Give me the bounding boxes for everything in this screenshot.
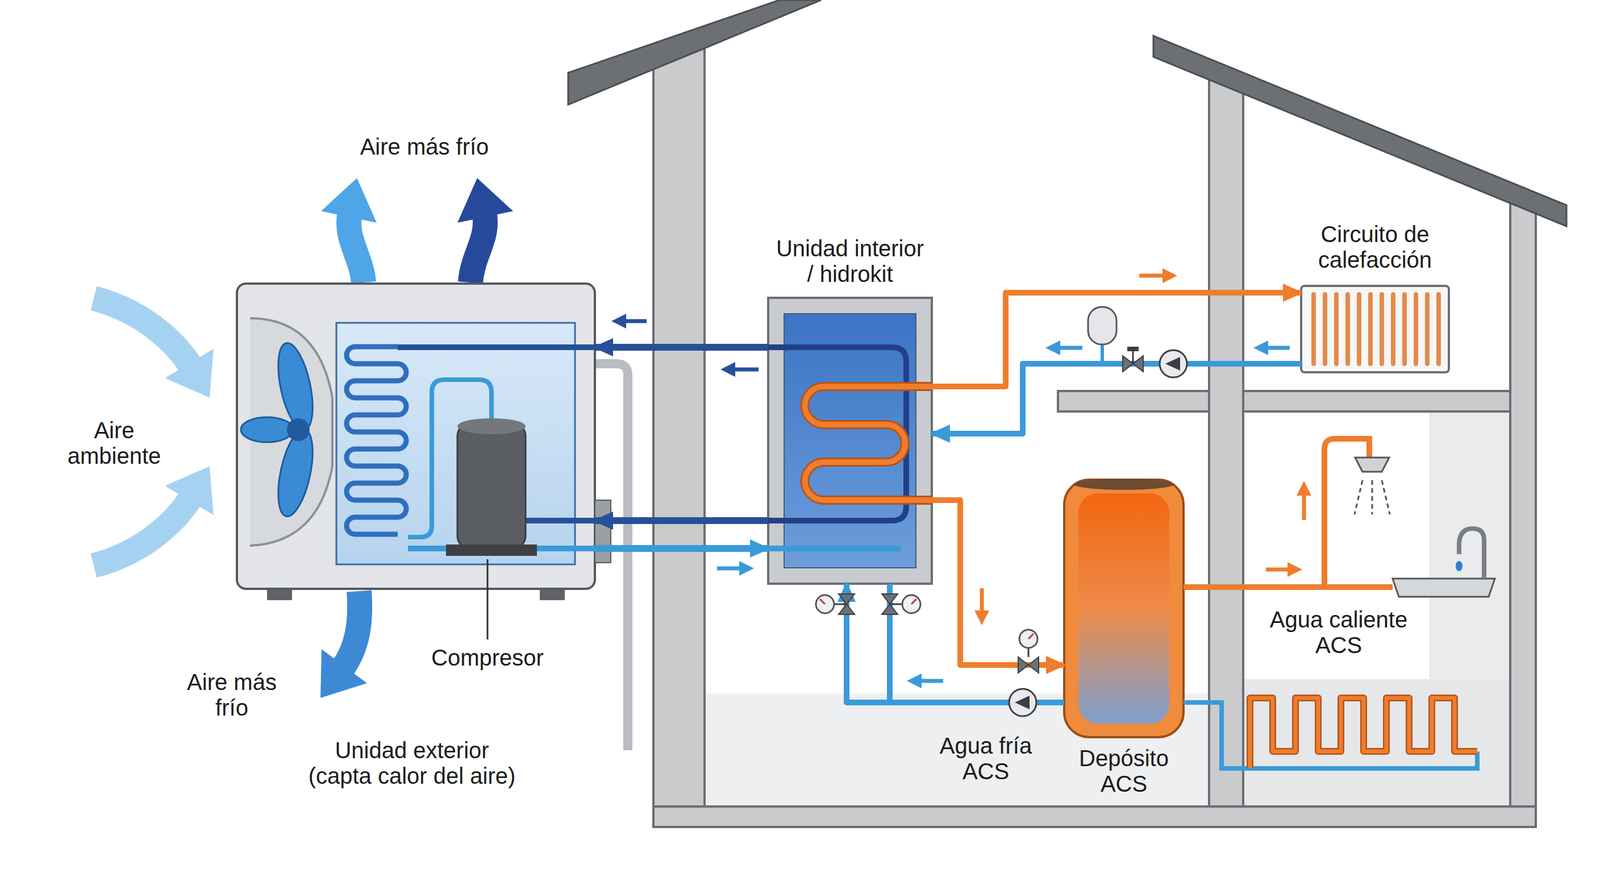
compressor-symbol bbox=[457, 423, 526, 549]
evaporator-coil bbox=[346, 346, 407, 535]
gauge-stem bbox=[834, 603, 903, 606]
sink bbox=[1392, 578, 1495, 597]
fan-blade bbox=[240, 417, 294, 443]
tank-cap bbox=[1073, 478, 1174, 490]
tank-water bbox=[1078, 493, 1170, 724]
compressor-symbol bbox=[457, 418, 526, 435]
node-heading: Unidad exterior (capta calor del aire) bbox=[306, 737, 518, 789]
air-arrow bbox=[93, 298, 193, 369]
node-heading: Depósito ACS bbox=[1067, 745, 1181, 797]
air-arrow bbox=[340, 590, 360, 671]
pump-symbol bbox=[1165, 356, 1181, 371]
pipe-fitting bbox=[594, 500, 611, 563]
air-arrow bbox=[93, 495, 193, 566]
valve-handle bbox=[1127, 346, 1139, 352]
floor-heating-coil bbox=[1250, 697, 1478, 769]
floor-slab bbox=[1057, 390, 1511, 412]
room-tint bbox=[1243, 678, 1511, 807]
heat-exchanger-coil bbox=[805, 386, 933, 500]
shower-head bbox=[1355, 457, 1390, 472]
flow-arrow bbox=[980, 588, 985, 613]
house-floor bbox=[653, 806, 1536, 827]
flow-arrow bbox=[1265, 346, 1290, 350]
refrigerant-pipe bbox=[594, 343, 769, 351]
part-label: Agua caliente ACS bbox=[1261, 606, 1416, 658]
tank-return-pipe bbox=[846, 583, 1065, 703]
floor-heating-coil bbox=[1250, 697, 1478, 769]
house-roof bbox=[1153, 35, 1567, 227]
refrigerant-pipe bbox=[768, 545, 901, 552]
refrigerant-coil bbox=[768, 347, 907, 521]
air-arrow bbox=[470, 211, 486, 283]
flow-arrow bbox=[623, 319, 647, 324]
radiator-fins bbox=[1313, 294, 1439, 364]
part-label: Agua fría ACS bbox=[928, 732, 1043, 785]
house-roof bbox=[568, 0, 822, 105]
compressor-base bbox=[446, 544, 537, 556]
pump-symbol bbox=[1009, 688, 1037, 716]
gauge-stem bbox=[1027, 647, 1030, 657]
radiator-body bbox=[1301, 285, 1449, 373]
gauge-needle bbox=[819, 598, 917, 604]
tank-flow-pipe bbox=[931, 500, 1065, 665]
water-spray bbox=[1354, 480, 1390, 515]
heating-flow-pipe bbox=[931, 292, 1302, 387]
flow-arrow bbox=[919, 678, 944, 683]
house-wall bbox=[653, 48, 705, 827]
refrigerant-pipe bbox=[397, 344, 595, 350]
hydrokit-casing bbox=[768, 297, 932, 584]
hydrokit-panel bbox=[784, 313, 916, 568]
hot-water-tank: Depósito ACS bbox=[1064, 479, 1184, 737]
outdoor-unit-casing bbox=[236, 283, 595, 589]
part-label: Aire más frío bbox=[180, 669, 283, 721]
heating-return-pipe bbox=[931, 363, 1302, 434]
flow-arrow bbox=[732, 367, 759, 372]
faucet bbox=[1459, 528, 1485, 579]
flow-arrow bbox=[1057, 346, 1083, 350]
flow-arrow bbox=[1302, 493, 1307, 520]
pump-symbol bbox=[1014, 695, 1030, 710]
fan-hub bbox=[286, 418, 310, 441]
hot-water-pipe bbox=[1183, 584, 1393, 590]
refrigerant-pipe bbox=[594, 517, 769, 524]
drain-pipe bbox=[594, 363, 628, 750]
pressure-gauge bbox=[1019, 629, 1038, 648]
node-heading: Circuito de calefacción bbox=[1300, 221, 1450, 273]
pipe-stub bbox=[1100, 344, 1104, 362]
part-label: Aire más frío bbox=[339, 134, 510, 160]
refrigerant-pipe bbox=[594, 544, 769, 552]
flow-arrow bbox=[1139, 273, 1165, 278]
heat-exchanger-coil bbox=[805, 386, 933, 500]
expansion-vessel bbox=[1088, 306, 1117, 345]
house-wall bbox=[1510, 200, 1536, 827]
valve-stem bbox=[1132, 351, 1135, 364]
flow-arrow bbox=[717, 566, 742, 571]
outdoor-unit: Unidad exterior (capta calor del aire) bbox=[236, 283, 595, 589]
radiator: Circuito de calefacción bbox=[1301, 285, 1449, 373]
house-wall bbox=[1209, 76, 1244, 827]
part-label: Compresor bbox=[413, 644, 562, 671]
room-tint bbox=[1428, 411, 1511, 679]
hydrokit-unit: Unidad interior / hidrokit bbox=[768, 297, 932, 584]
gauge-needle bbox=[1028, 633, 1034, 639]
water-drop bbox=[1455, 560, 1463, 572]
leader-line bbox=[486, 559, 489, 640]
flow-arrow bbox=[1265, 567, 1290, 572]
air-arrow bbox=[348, 211, 364, 283]
unit-panel bbox=[336, 322, 575, 565]
node-heading: Unidad interior / hidrokit bbox=[773, 235, 927, 287]
tank-shell bbox=[1064, 479, 1184, 737]
pump-symbol bbox=[1159, 350, 1187, 378]
refrigerant-pipe bbox=[525, 517, 595, 524]
part-label: Aire ambiente bbox=[57, 417, 172, 469]
valve-symbol bbox=[1018, 656, 1039, 673]
